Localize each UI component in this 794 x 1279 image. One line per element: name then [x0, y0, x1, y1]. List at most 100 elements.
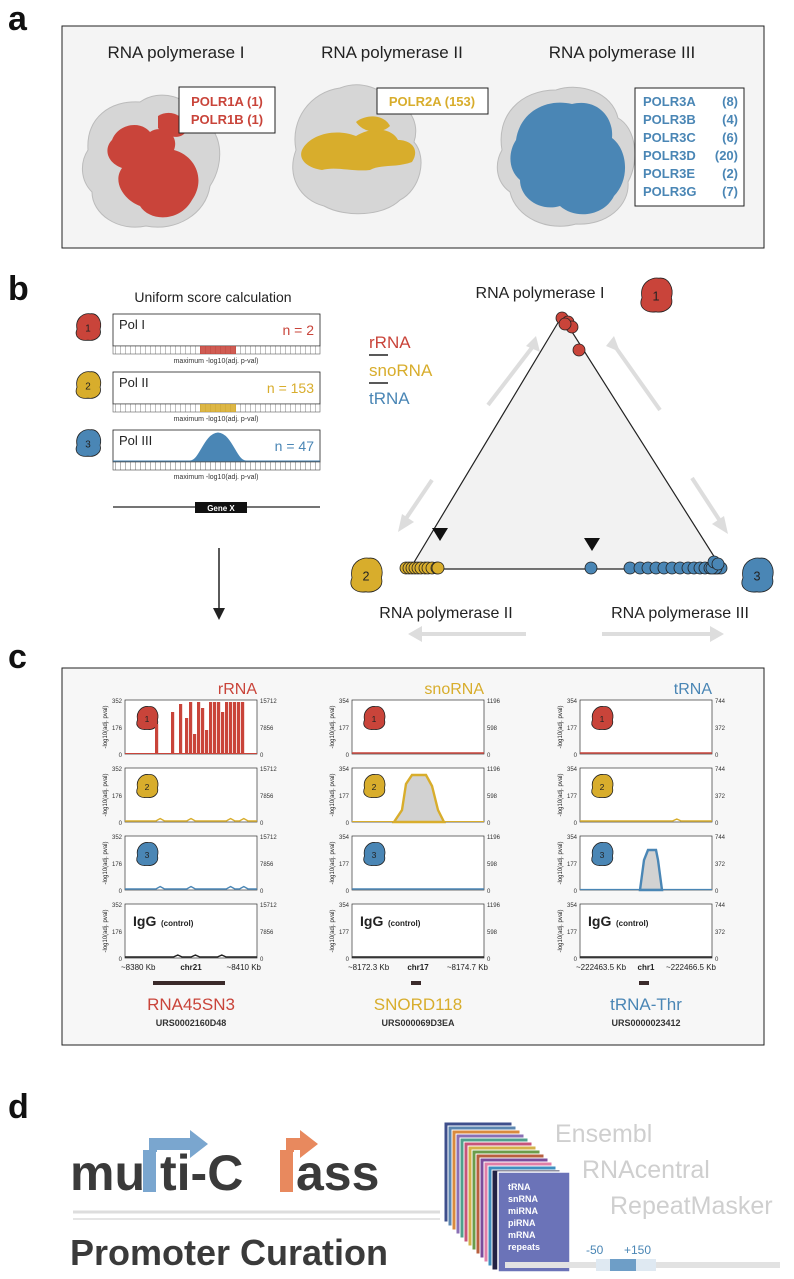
right-tick: 0: [715, 753, 719, 759]
signal-bar: [155, 724, 159, 754]
ternary-point: [572, 343, 586, 357]
track-label: Pol I: [119, 317, 145, 332]
pol3-subunit-count: (2): [722, 166, 738, 181]
y-axis-label: -log10(adj. pval): [103, 909, 109, 952]
signal-bar: [209, 702, 213, 754]
window-left: -50: [586, 1243, 604, 1257]
right-tick: 7856: [260, 862, 274, 868]
left-tick: 177: [567, 862, 578, 868]
y-axis-label: -log10(adj. pval): [558, 909, 564, 952]
legend-snorna: snoRNA: [369, 361, 433, 380]
logo-subtitle: Promoter Curation: [70, 1232, 388, 1273]
logo-part-2: ti-C: [160, 1145, 243, 1201]
gene-name: RNA45SN3: [147, 995, 235, 1014]
gene-name: tRNA-Thr: [610, 995, 682, 1014]
source-repeatmasker: RepeatMasker: [610, 1192, 773, 1220]
track-pol-icon: 3: [363, 842, 386, 866]
pol3-subunit-name: POLR3D: [643, 148, 696, 163]
chr-label: chr1: [638, 963, 655, 972]
ternary-point: [431, 561, 445, 575]
left-tick: 177: [339, 794, 350, 800]
left-tick: 177: [339, 862, 350, 868]
track-peak: [113, 432, 320, 462]
right-tick: 372: [715, 726, 726, 732]
track-label: Pol II: [119, 375, 149, 390]
signal-bar: [233, 702, 237, 754]
column-title: snoRNA: [424, 681, 484, 698]
left-tick: 176: [112, 930, 123, 936]
x-right-label: ~8410 Kb: [227, 963, 262, 972]
y-axis-label: -log10(adj. pval): [103, 773, 109, 816]
panel-label-c: c: [8, 638, 27, 676]
signal-line: [125, 954, 257, 958]
track-pol-icon-number: 1: [600, 714, 605, 724]
left-tick: 0: [346, 753, 350, 759]
logo-arrow-orange: [286, 1130, 318, 1158]
signal-bar: [229, 702, 233, 754]
right-tick: 0: [487, 957, 491, 963]
ternary-point: [584, 561, 598, 575]
signal-frame: [124, 903, 258, 959]
source-ensembl: Ensembl: [555, 1120, 652, 1148]
right-tick: 15712: [260, 767, 277, 773]
left-tick: 0: [574, 957, 578, 963]
right-tick: 0: [260, 753, 264, 759]
pol3-subunit-name: POLR3A: [643, 94, 696, 109]
gene-box: [195, 502, 247, 513]
track-pol-icon: 2: [136, 774, 159, 798]
pol3-subunit-name: POLR3C: [643, 130, 696, 145]
chr-label: chr21: [180, 963, 202, 972]
pol3-subunit-name: POLR3B: [643, 112, 696, 127]
track-pol-icon-number: 3: [600, 850, 605, 860]
signal-line: [125, 885, 257, 890]
left-tick: 0: [574, 753, 578, 759]
signal-bar: [221, 712, 225, 754]
left-tick: 354: [339, 699, 350, 705]
track-tick-bar: [112, 461, 321, 471]
pol3-subunit-name: POLR3G: [643, 184, 696, 199]
track-pol-icon-number: 1: [145, 714, 150, 724]
track-pol-icon-number: 1: [85, 323, 91, 334]
logo-arrow-blue: [149, 1130, 208, 1158]
panel-label-a: a: [8, 0, 28, 38]
x-left-label: ~222463.5 Kb: [576, 963, 627, 972]
pol3-subunit-list: POLR3A(8)POLR3B(4)POLR3C(6)POLR3D(20)POL…: [643, 94, 738, 199]
left-tick: 177: [567, 794, 578, 800]
track-pol-icon-number: 2: [600, 782, 605, 792]
pol3-subunit-box: [634, 87, 745, 207]
marker-trna: [584, 538, 600, 551]
right-tick: 0: [487, 753, 491, 759]
marker-snorna: [432, 528, 448, 541]
right-tick: 598: [487, 930, 498, 936]
igg-label: IgG: [588, 913, 611, 929]
y-axis-label: -log10(adj. pval): [330, 705, 336, 748]
vertex-pol1: RNA polymerase I: [476, 285, 605, 302]
right-tick: 0: [715, 821, 719, 827]
right-tick: 598: [487, 862, 498, 868]
right-tick: 744: [715, 903, 726, 909]
signal-bar: [197, 702, 201, 754]
y-axis-label: -log10(adj. pval): [330, 909, 336, 952]
track-pol-icon: 2: [591, 774, 614, 798]
left-tick: 0: [346, 821, 350, 827]
left-tick: 0: [346, 957, 350, 963]
igg-sub: (control): [616, 919, 649, 928]
track-pol-icon: 3: [75, 429, 102, 457]
right-tick: 598: [487, 794, 498, 800]
left-tick: 354: [339, 903, 350, 909]
left-tick: 0: [119, 889, 123, 895]
signal-bar: [201, 708, 205, 754]
right-tick: 15712: [260, 699, 277, 705]
right-tick: 0: [715, 957, 719, 963]
chr-label: chr17: [407, 963, 429, 972]
signal-bar: [225, 702, 229, 754]
track-label: Pol III: [119, 433, 152, 448]
track-pol-icon: 1: [591, 706, 614, 730]
y-axis-label: -log10(adj. pval): [330, 841, 336, 884]
pol1-title: RNA polymerase I: [108, 43, 245, 62]
